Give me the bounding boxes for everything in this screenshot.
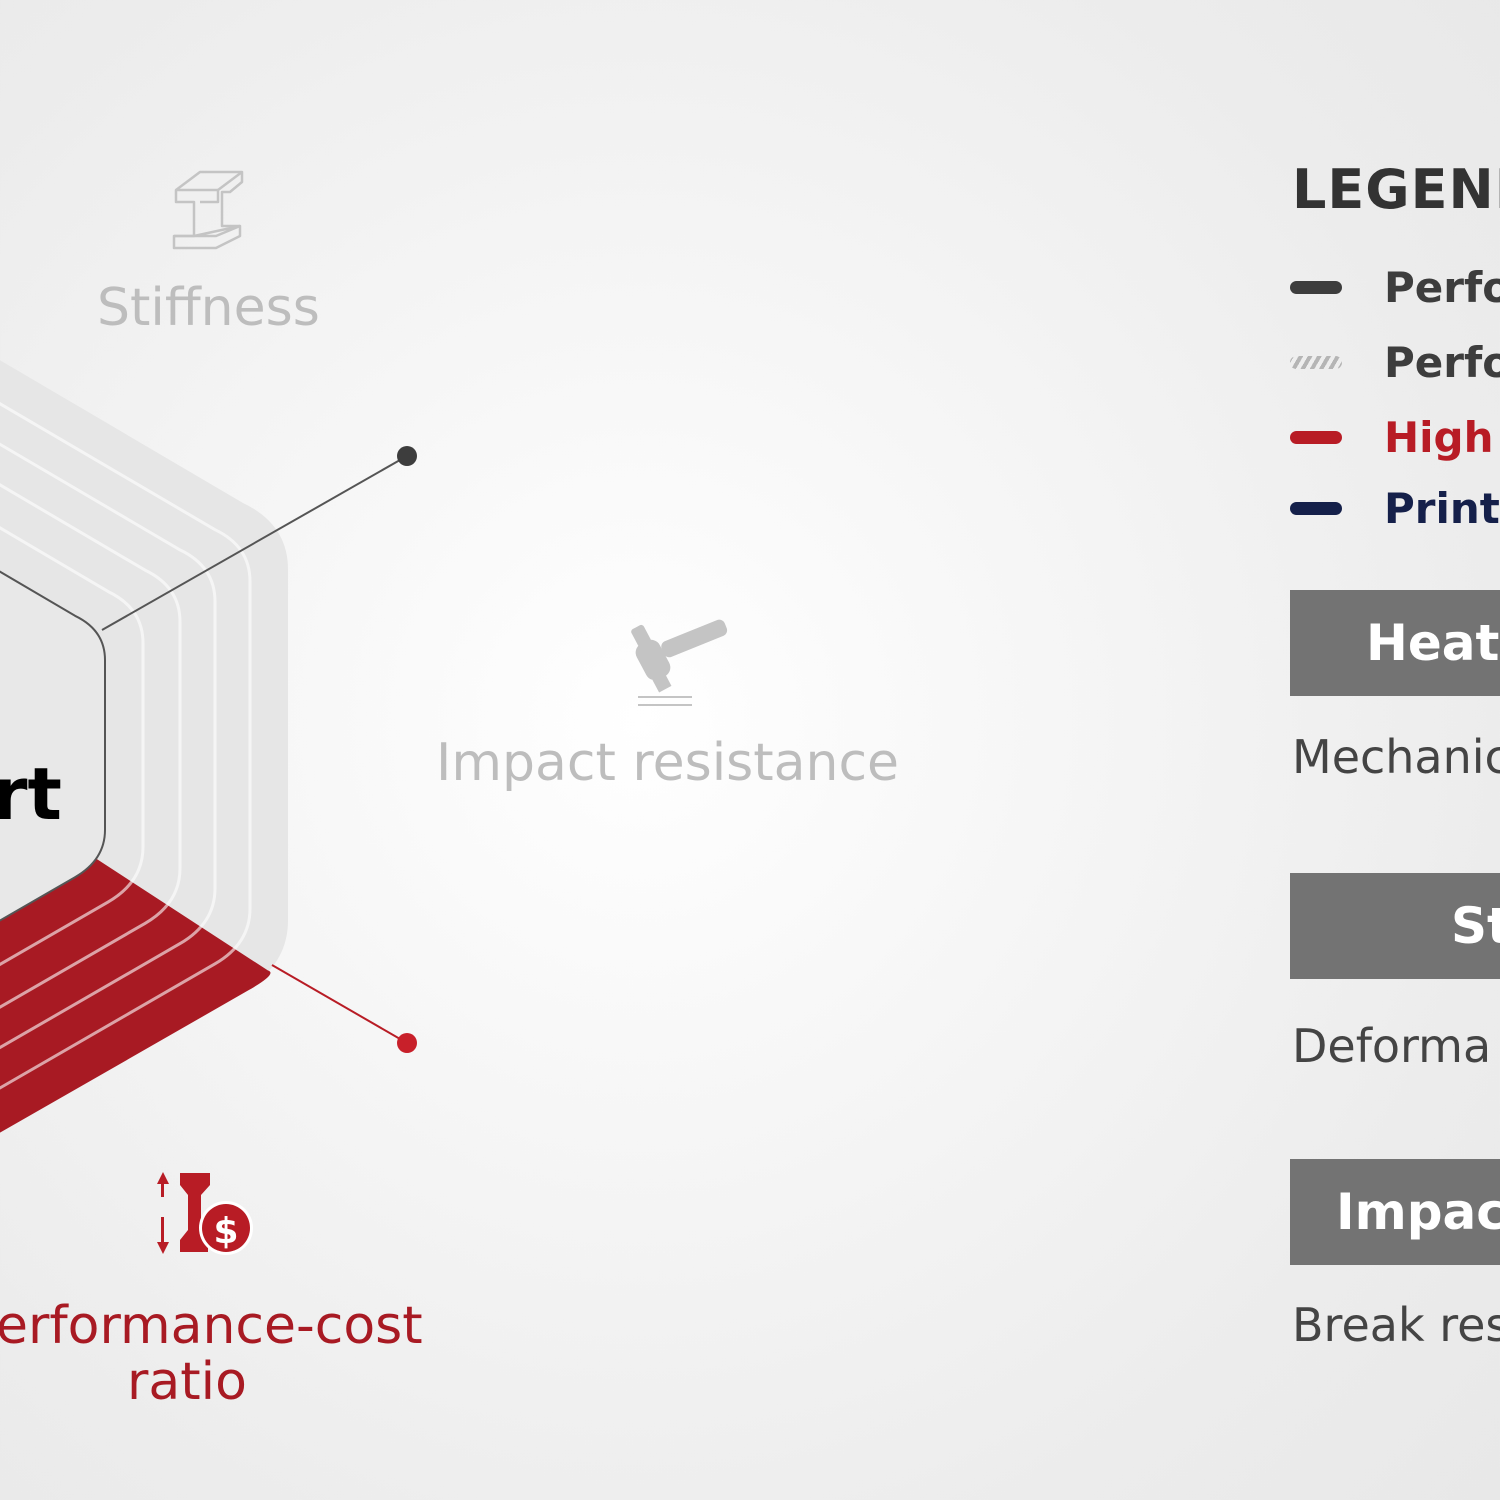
legend-item: Perfo [1290, 338, 1500, 387]
legend-swatch-navy [1290, 501, 1342, 515]
contour-line [0, 483, 182, 1009]
contour-line [0, 442, 217, 1050]
legend-item: High [1290, 413, 1494, 462]
contour-line [0, 402, 252, 1090]
cost-marker [397, 1033, 417, 1053]
inner-hexagon [0, 570, 106, 922]
axis-label-cost-ratio-line1: erformance-cost [0, 1296, 423, 1356]
panel-title: Heat [1366, 614, 1500, 672]
contour-line [0, 526, 145, 967]
panel-title: Impac [1336, 1183, 1500, 1241]
cost-performance-icon: $ [157, 1172, 253, 1255]
axis-label-cost-ratio-line2: ratio [127, 1352, 247, 1412]
stiffness-marker [397, 446, 417, 466]
panel-stiffness-header: St [1290, 873, 1500, 979]
legend-label: High [1384, 412, 1494, 462]
panel-heat-description: Mechanic [1292, 730, 1500, 784]
svg-text:$: $ [213, 1211, 238, 1252]
hammer-icon [631, 619, 728, 706]
panel-heat-header: Heat [1290, 590, 1500, 696]
legend-label: Print [1384, 483, 1500, 533]
panel-stiffness-description: Deforma [1292, 1019, 1492, 1073]
contour-lines [0, 402, 252, 1090]
i-beam-icon [172, 170, 244, 250]
panel-title: St [1451, 897, 1500, 955]
legend-label: Perfo [1384, 262, 1500, 312]
axis-label-impact-resistance: Impact resistance [436, 733, 900, 793]
panel-impact-description: Break res [1292, 1298, 1500, 1352]
legend-label: Perfo [1384, 337, 1500, 387]
center-label: rt [0, 752, 62, 836]
legend-item: Print [1290, 484, 1500, 533]
cost-connector-line [271, 964, 408, 1044]
legend-swatch-red [1290, 430, 1342, 444]
legend-title: LEGEND [1292, 158, 1500, 221]
legend-item: Perfo [1290, 263, 1500, 312]
legend-swatch-solid [1290, 280, 1342, 294]
axis-label-stiffness: Stiffness [97, 278, 320, 338]
panel-impact-header: Impac [1290, 1159, 1500, 1265]
legend-swatch-hatched [1290, 355, 1342, 369]
stiffness-connector-line [101, 455, 408, 631]
